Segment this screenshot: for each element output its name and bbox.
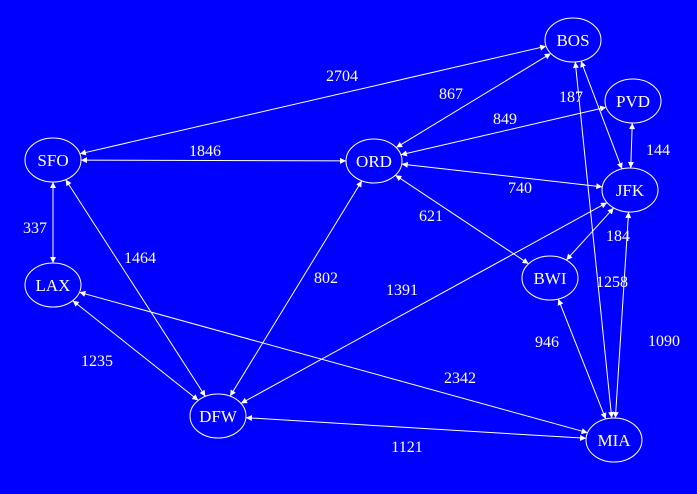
node-label: BOS bbox=[556, 31, 589, 50]
edge-lax-mia bbox=[79, 291, 588, 434]
node-sfo bbox=[24, 137, 82, 183]
node-mia bbox=[585, 417, 643, 463]
edge-weight-label: 1121 bbox=[391, 439, 422, 456]
node-label: PVD bbox=[616, 92, 650, 111]
edge-bwi-mia bbox=[557, 298, 607, 420]
node-jfk bbox=[601, 167, 659, 213]
node-label: MIA bbox=[597, 431, 631, 450]
edge-jfk-dfw bbox=[240, 202, 608, 404]
edge-weight-label: 621 bbox=[419, 208, 443, 225]
edge-weight-label: 1464 bbox=[124, 250, 156, 267]
edge-ord-pvd bbox=[400, 105, 607, 157]
edge-sfo-ord bbox=[80, 157, 347, 164]
edge-weight-label: 2342 bbox=[444, 370, 476, 387]
edge-weight-label: 740 bbox=[508, 180, 532, 197]
edge-ord-bos bbox=[395, 53, 552, 148]
edge-ord-dfw bbox=[229, 180, 363, 397]
edge-weight-label: 187 bbox=[559, 89, 583, 106]
node-label: ORD bbox=[356, 152, 392, 171]
node-label: BWI bbox=[533, 269, 566, 288]
node-pvd bbox=[604, 78, 662, 124]
edge-weight-label: 946 bbox=[535, 334, 559, 351]
node-lax bbox=[24, 262, 82, 308]
edge-jfk-mia bbox=[612, 211, 632, 419]
node-label: SFO bbox=[37, 151, 68, 170]
node-dfw bbox=[189, 393, 247, 439]
edge-weight-label: 337 bbox=[23, 220, 47, 237]
edge-weight-label: 867 bbox=[439, 86, 463, 103]
edge-weight-label: 1846 bbox=[189, 143, 221, 160]
node-ord bbox=[345, 138, 403, 184]
edge-weight-label: 802 bbox=[314, 270, 338, 287]
edge-weight-label: 1258 bbox=[596, 274, 628, 291]
edge-ord-jfk bbox=[401, 161, 603, 190]
edge-weight-label: 2704 bbox=[326, 68, 358, 85]
edge-weight-label: 1090 bbox=[648, 333, 680, 350]
edge-weight-label: 1235 bbox=[81, 353, 113, 370]
node-bos bbox=[544, 17, 602, 63]
edge-weight-label: 144 bbox=[646, 142, 670, 159]
edge-weight-label: 849 bbox=[493, 111, 517, 128]
edge-weight-label: 1391 bbox=[386, 282, 418, 299]
edge-pvd-jfk bbox=[627, 122, 636, 169]
node-label: DFW bbox=[199, 407, 238, 426]
node-label: JFK bbox=[616, 181, 645, 200]
edge-weight-label: 184 bbox=[606, 228, 630, 245]
node-label: LAX bbox=[36, 276, 71, 295]
edge-dfw-mia bbox=[245, 415, 587, 441]
node-bwi bbox=[521, 255, 579, 301]
edge-lax-dfw bbox=[72, 300, 199, 401]
